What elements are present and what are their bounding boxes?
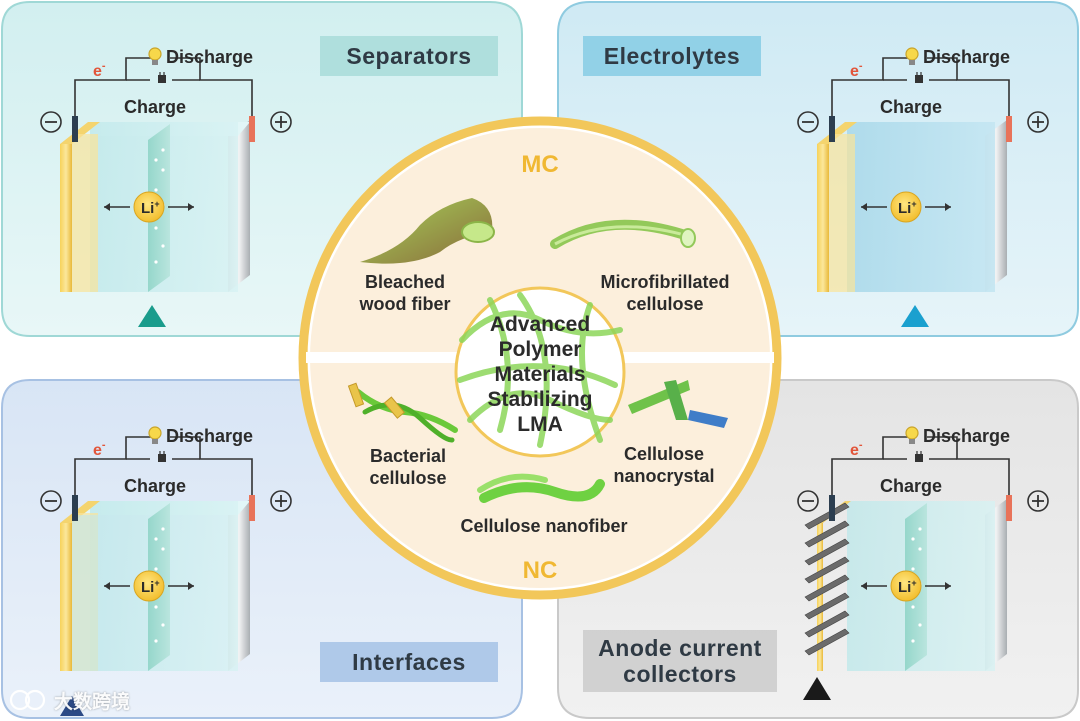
cellulose-nanofiber-label: Cellulose nanofiber bbox=[460, 516, 627, 536]
cellulose-nanocrystal-label-2: nanocrystal bbox=[613, 466, 714, 486]
separators-title: Separators bbox=[346, 43, 472, 69]
watermark-text: 大数跨境 bbox=[54, 691, 131, 713]
electrolytes-title: Electrolytes bbox=[603, 43, 741, 69]
electrolytes-discharge-label: Discharge bbox=[923, 47, 1010, 67]
electrolytes-triangle bbox=[901, 305, 929, 327]
center-title-line-5: LMA bbox=[517, 412, 563, 436]
bleached-wood-fiber-label-2: wood fiber bbox=[359, 294, 451, 314]
electrolytes-battery bbox=[797, 47, 1049, 327]
center-title-line-4: Stabilizing bbox=[487, 387, 593, 411]
separators-discharge-label: Discharge bbox=[166, 47, 253, 67]
cellulose-nanocrystal-image bbox=[628, 380, 728, 428]
microfibrillated-cellulose-label-2: cellulose bbox=[626, 294, 703, 314]
bleached-wood-fiber-image bbox=[360, 198, 495, 264]
microfibrillated-cellulose-label-1: Microfibrillated bbox=[600, 272, 729, 292]
anode-charge-label: Charge bbox=[880, 476, 942, 496]
microfibrillated-cellulose-image bbox=[550, 219, 696, 249]
separators-battery bbox=[40, 47, 292, 327]
hub-fiber-network bbox=[457, 292, 623, 448]
anode-li-label: Li+ bbox=[898, 578, 917, 596]
anode-discharge-label: Discharge bbox=[923, 426, 1010, 446]
bacterial-cellulose-label-1: Bacterial bbox=[370, 446, 446, 466]
interfaces-title: Interfaces bbox=[352, 649, 466, 675]
center-title-line-2: Polymer bbox=[498, 337, 582, 361]
anode-triangle bbox=[803, 677, 831, 700]
watermark: 大数跨境 bbox=[8, 686, 130, 714]
nc-label: NC bbox=[523, 557, 558, 584]
mc-label: MC bbox=[521, 151, 558, 178]
anode-label-box bbox=[583, 630, 777, 692]
electrolytes-electron-label: e- bbox=[850, 60, 863, 80]
interfaces-electron-label: e- bbox=[93, 439, 106, 459]
watermark-logo-icon bbox=[9, 689, 46, 711]
separators-label-box bbox=[320, 36, 498, 76]
bacterial-cellulose-label-2: cellulose bbox=[369, 468, 446, 488]
interfaces-li-label: Li+ bbox=[141, 578, 160, 596]
center-title-line-1: Advanced bbox=[489, 312, 591, 336]
center-title-line-3: Materials bbox=[494, 362, 586, 386]
separators-charge-label: Charge bbox=[124, 97, 186, 117]
electrolytes-li-label: Li+ bbox=[898, 199, 917, 217]
anode-title-line-1: Anode current bbox=[598, 635, 762, 661]
cellulose-nanocrystal-label-1: Cellulose bbox=[624, 444, 704, 464]
electrolytes-charge-label: Charge bbox=[880, 97, 942, 117]
interfaces-discharge-label: Discharge bbox=[166, 426, 253, 446]
bleached-wood-fiber-label-1: Bleached bbox=[365, 272, 445, 292]
separators-li-label: Li+ bbox=[141, 199, 160, 217]
interfaces-battery bbox=[40, 426, 292, 716]
anode-title-line-2: collectors bbox=[623, 661, 737, 687]
center-title: Advanced Polymer Materials Stabilizing L… bbox=[455, 309, 625, 439]
interfaces-charge-label: Charge bbox=[124, 476, 186, 496]
anode-battery bbox=[797, 426, 1049, 700]
cellulose-nanofiber-image bbox=[477, 473, 605, 503]
anode-electron-label: e- bbox=[850, 439, 863, 459]
separators-triangle bbox=[138, 305, 166, 327]
interfaces-label-box bbox=[320, 642, 498, 682]
anode-title: Anode current collectors bbox=[583, 630, 777, 692]
electrolytes-label-box bbox=[583, 36, 761, 76]
bacterial-cellulose-image bbox=[347, 382, 458, 443]
interfaces-triangle bbox=[60, 696, 84, 716]
separators-electron-label: e- bbox=[93, 60, 106, 80]
